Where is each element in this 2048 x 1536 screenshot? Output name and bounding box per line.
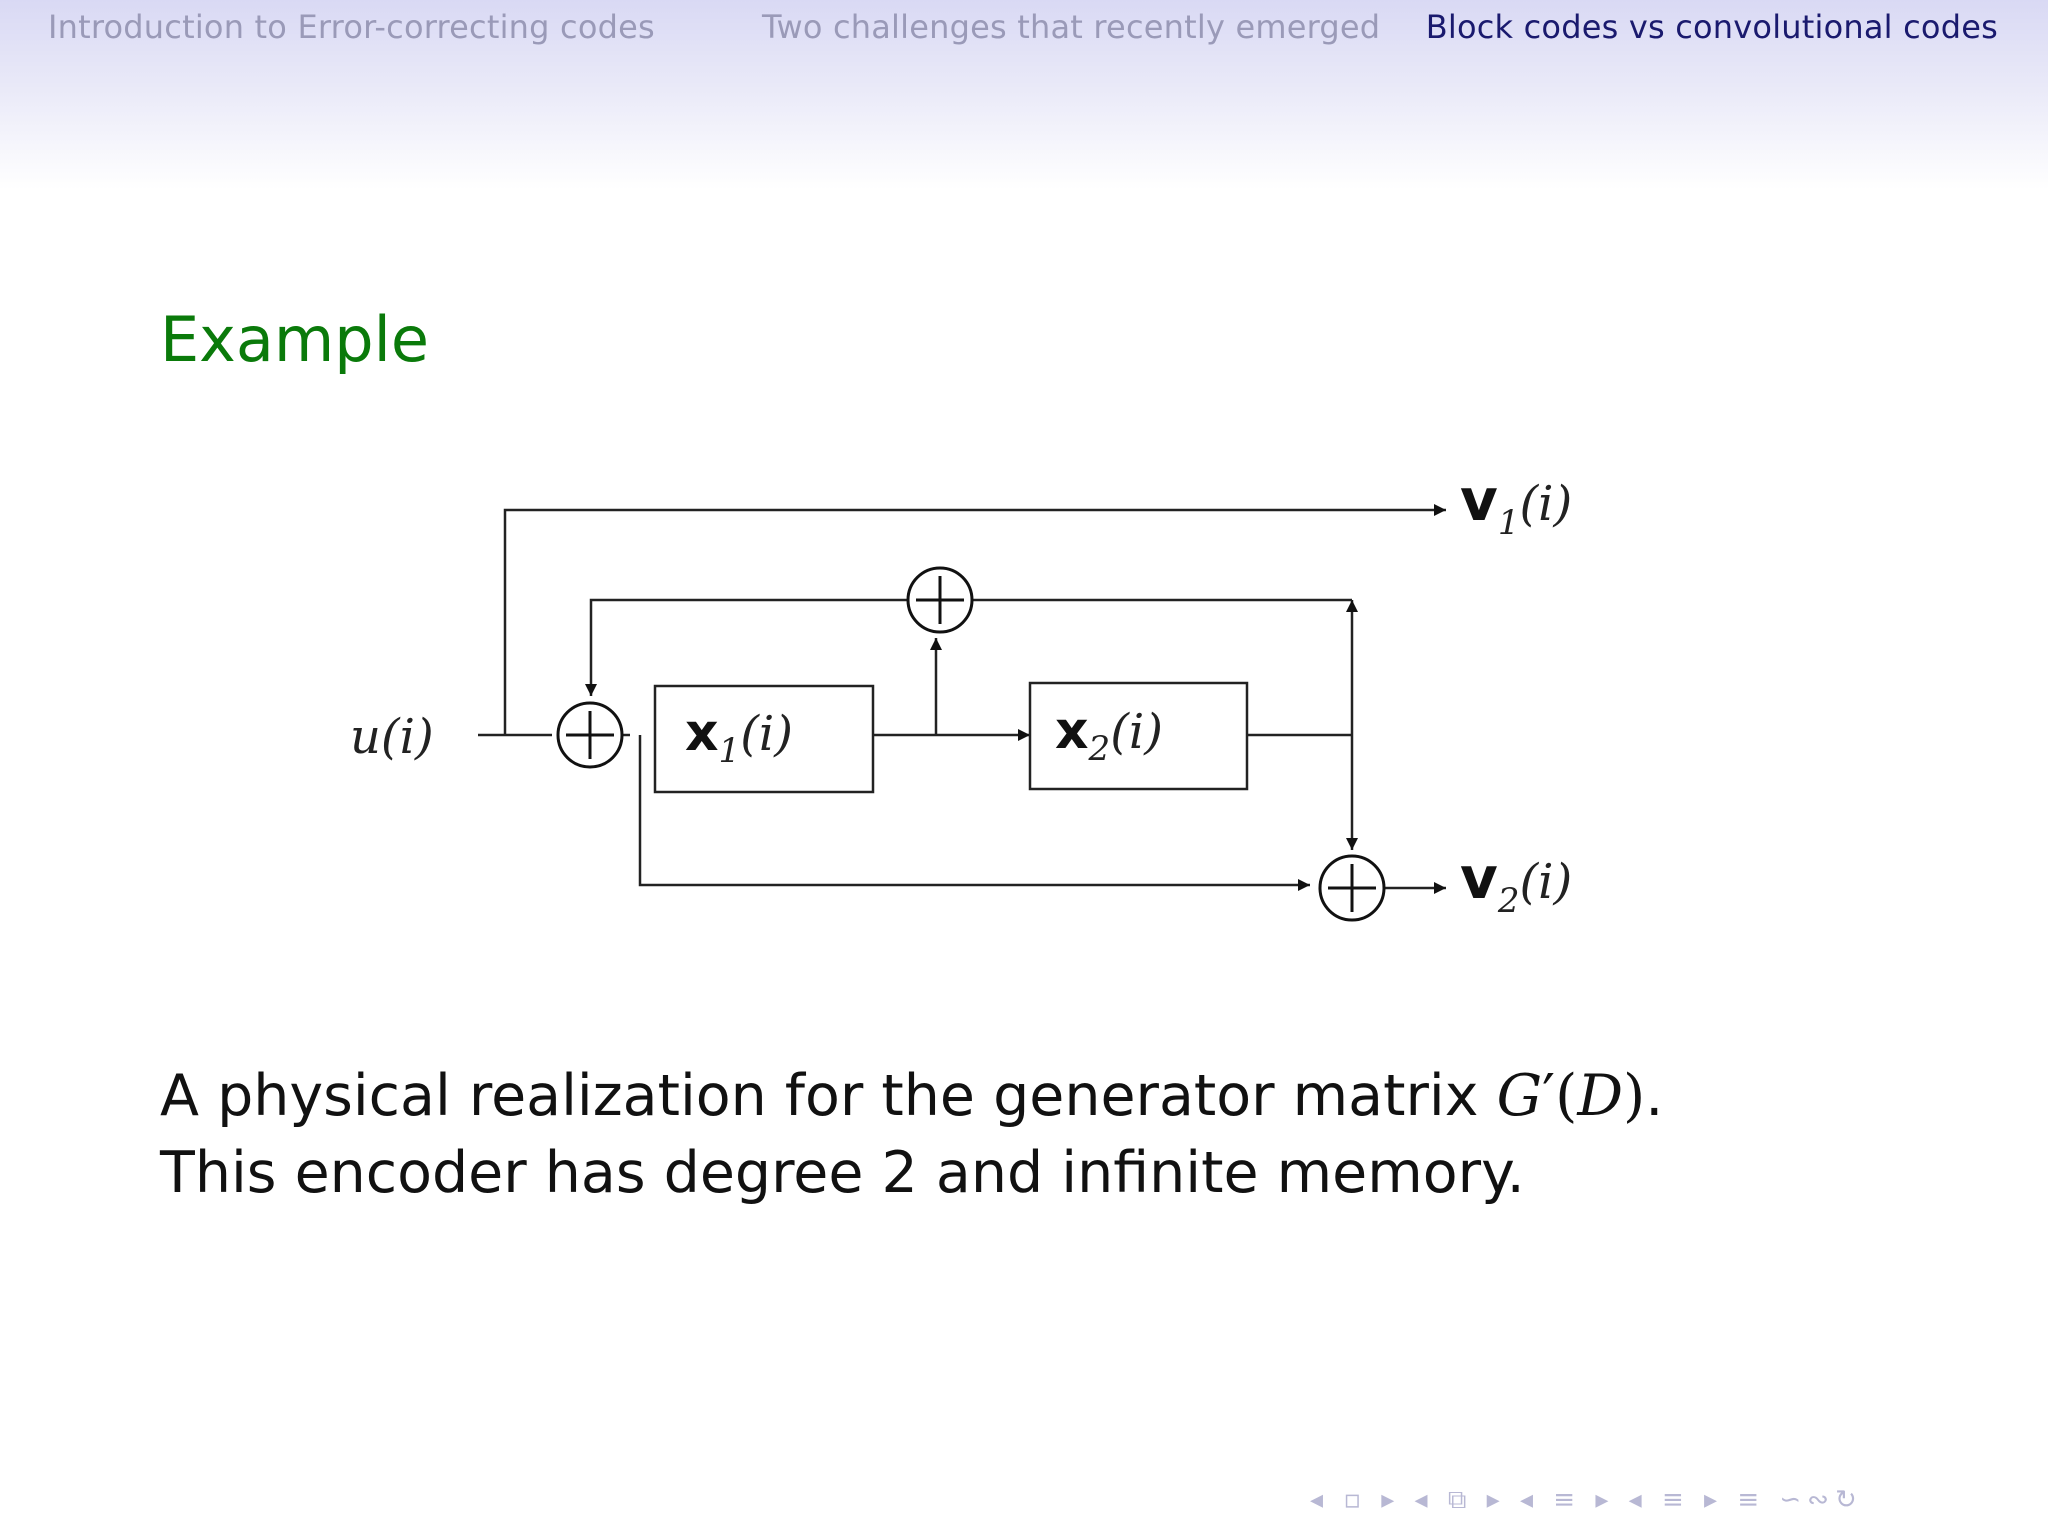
feedback-to-input-adder-wire	[585, 598, 915, 696]
math-d: D	[1577, 1063, 1624, 1129]
register-2-subscript: 2	[1088, 729, 1111, 769]
adder-top	[906, 566, 974, 634]
register-2-symbol: x	[1055, 701, 1089, 761]
frame-title: Example	[160, 303, 429, 376]
math-prime: ′	[1542, 1063, 1556, 1129]
body-text-rest: . This encoder has degree 2 and infinite…	[160, 1063, 1664, 1206]
output-2-arg: (i)	[1519, 854, 1572, 910]
adder-output	[1318, 854, 1386, 922]
output-2-label: v2(i)	[1460, 844, 1572, 921]
nav-section-intro[interactable]: Introduction to Error-correcting codes	[48, 8, 655, 46]
adder-input	[556, 701, 624, 769]
register-2-arg: (i)	[1110, 704, 1163, 760]
math-open-paren: (	[1555, 1063, 1578, 1129]
nav-section-challenges[interactable]: Two challenges that recently emerged	[762, 8, 1381, 46]
output-1-label: v1(i)	[1460, 466, 1572, 543]
beamer-navigation-icons[interactable]: ◂ ▫ ▸ ◂ ⧉ ▸ ◂ ≡ ▸ ◂ ≡ ▸ ≡ ∽∾↻	[1310, 1485, 1863, 1515]
body-text: A physical realization for the generator…	[160, 1058, 1760, 1212]
output-2-subscript: 2	[1497, 881, 1520, 921]
bypass-wire	[638, 735, 1310, 891]
math-g: G	[1496, 1063, 1543, 1129]
output-1-arg: (i)	[1519, 476, 1572, 532]
register-1-box	[653, 684, 875, 794]
register-1-label: x1(i)	[685, 703, 793, 771]
output-2-symbol: v	[1460, 844, 1498, 912]
output-1-subscript: 1	[1498, 503, 1520, 543]
nav-section-block-vs-convolutional[interactable]: Block codes vs convolutional codes	[1425, 8, 1998, 46]
encoder-diagram: u(i) x1(i) x2(i) v1(i) v2(i)	[350, 466, 1572, 922]
math-close-paren: )	[1623, 1063, 1646, 1129]
register-1-symbol: x	[685, 703, 719, 763]
output-1-wire	[503, 504, 1446, 735]
generator-matrix-math: G′(D)	[1497, 1063, 1646, 1129]
register-2-box	[1028, 681, 1249, 791]
register-1-arg: (i)	[740, 706, 793, 762]
output-1-symbol: v	[1460, 466, 1498, 534]
register-1-subscript: 1	[719, 731, 741, 771]
input-label: u(i)	[350, 709, 434, 765]
register-2-label: x2(i)	[1055, 701, 1163, 769]
header-bar: Introduction to Error-correcting codes T…	[0, 0, 2048, 190]
body-text-intro: A physical realization for the generator…	[160, 1063, 1497, 1129]
